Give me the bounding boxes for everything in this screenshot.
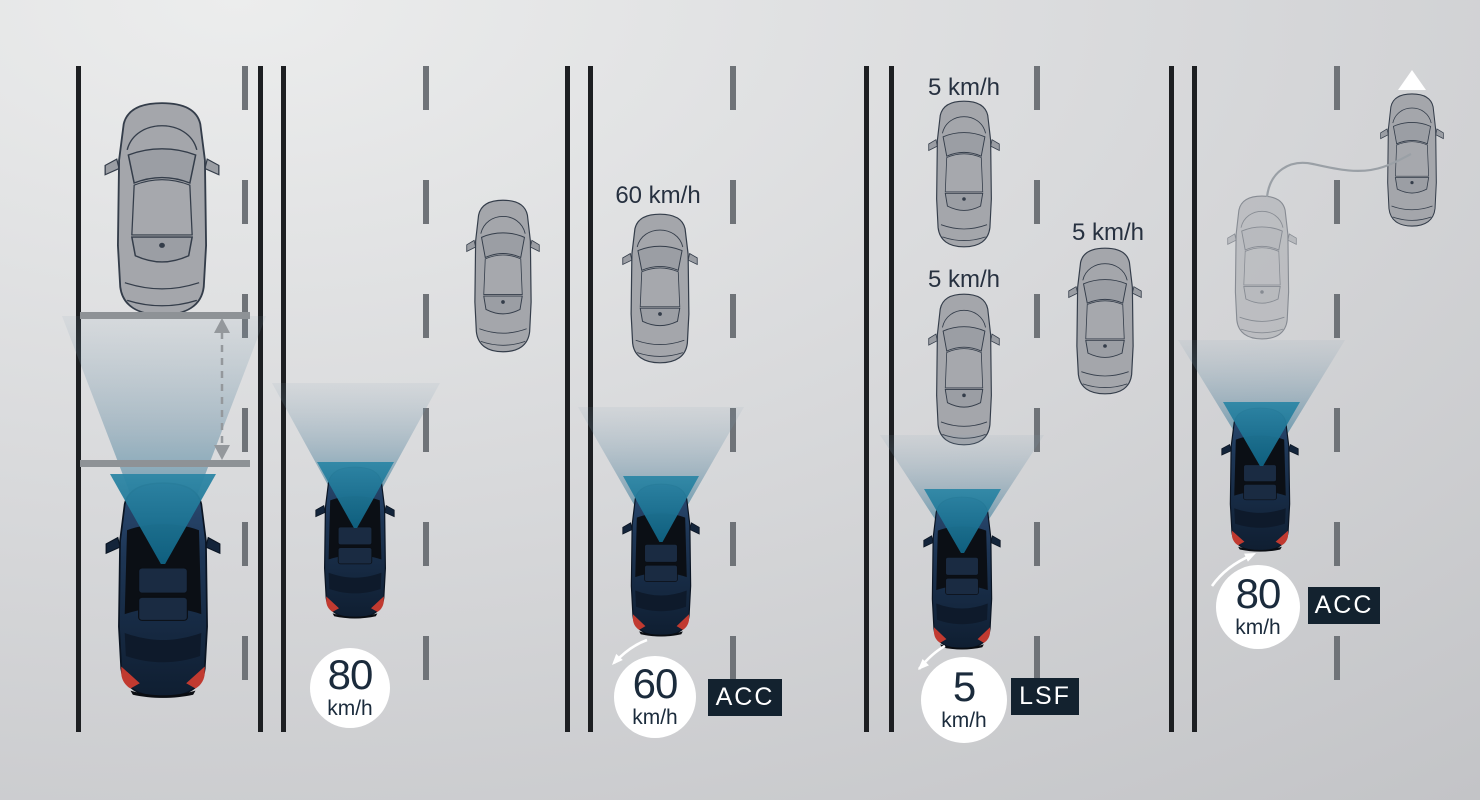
speed-badge: 80 km/h — [310, 648, 390, 728]
distance-bar-bottom — [80, 460, 250, 467]
sensor-cone — [272, 383, 440, 527]
sensor-cone-tip — [924, 489, 1001, 553]
lane-line-solid — [76, 66, 81, 732]
decelerate-arrow-icon — [612, 638, 648, 665]
speed-value: 60 — [632, 660, 679, 708]
sensor-cone-tip — [623, 476, 699, 542]
lead-speed-label: 60 km/h — [615, 182, 701, 209]
speed-unit: km/h — [1235, 616, 1281, 640]
lane-line-dashed — [730, 66, 736, 732]
speed-badge: 80 km/h — [1216, 565, 1300, 649]
distance-bar-top — [80, 312, 250, 319]
speed-badge: 5 km/h — [921, 657, 1007, 743]
sensor-cone-tip — [317, 462, 394, 528]
speed-value: 5 — [952, 663, 976, 711]
lane-line-solid — [565, 66, 570, 732]
decelerate-arrow-icon — [917, 644, 946, 670]
lane-change-path-icon — [1265, 153, 1412, 198]
speed-value: 80 — [327, 651, 374, 699]
sensor-cone — [578, 407, 744, 543]
sensor-cone-tip — [1223, 402, 1300, 466]
ghost-lead-car — [1227, 194, 1297, 341]
lead-car — [622, 212, 698, 365]
accelerate-arrow-icon — [1210, 553, 1256, 587]
adjacent-lane-car — [1068, 246, 1142, 396]
speed-value: 80 — [1235, 570, 1282, 618]
lane-line-solid — [1192, 66, 1197, 732]
distance-arrow-icon — [214, 318, 230, 460]
lead-car — [928, 99, 1000, 249]
second-lead-speed-label: 5 km/h — [927, 266, 1001, 293]
second-lead-car — [928, 292, 1000, 447]
lane-line-solid — [1169, 66, 1174, 732]
mode-badge-acc: ACC — [1308, 587, 1380, 624]
lane-line-dashed — [1334, 66, 1340, 732]
speed-unit: km/h — [327, 697, 373, 721]
mode-badge-lsf: LSF — [1011, 678, 1079, 715]
speed-unit: km/h — [632, 706, 678, 730]
lane-line-solid — [588, 66, 593, 732]
sensor-cone-tip — [110, 474, 216, 564]
lead-car — [104, 100, 220, 318]
lane-line-solid — [258, 66, 263, 732]
sensor-cone — [62, 316, 266, 566]
lane-line-solid — [864, 66, 869, 732]
lane-line-dashed — [242, 66, 248, 732]
lane-line-solid — [889, 66, 894, 732]
speed-unit: km/h — [941, 709, 987, 733]
adjacent-speed-label: 5 km/h — [1071, 219, 1145, 246]
lead-speed-label: 5 km/h — [927, 74, 1001, 101]
direction-triangle-icon — [1398, 70, 1426, 90]
adjacent-lane-car — [466, 198, 540, 354]
lane-line-dashed — [1034, 66, 1040, 732]
mode-badge-acc: ACC — [708, 679, 782, 716]
speed-badge: 60 km/h — [614, 656, 696, 738]
